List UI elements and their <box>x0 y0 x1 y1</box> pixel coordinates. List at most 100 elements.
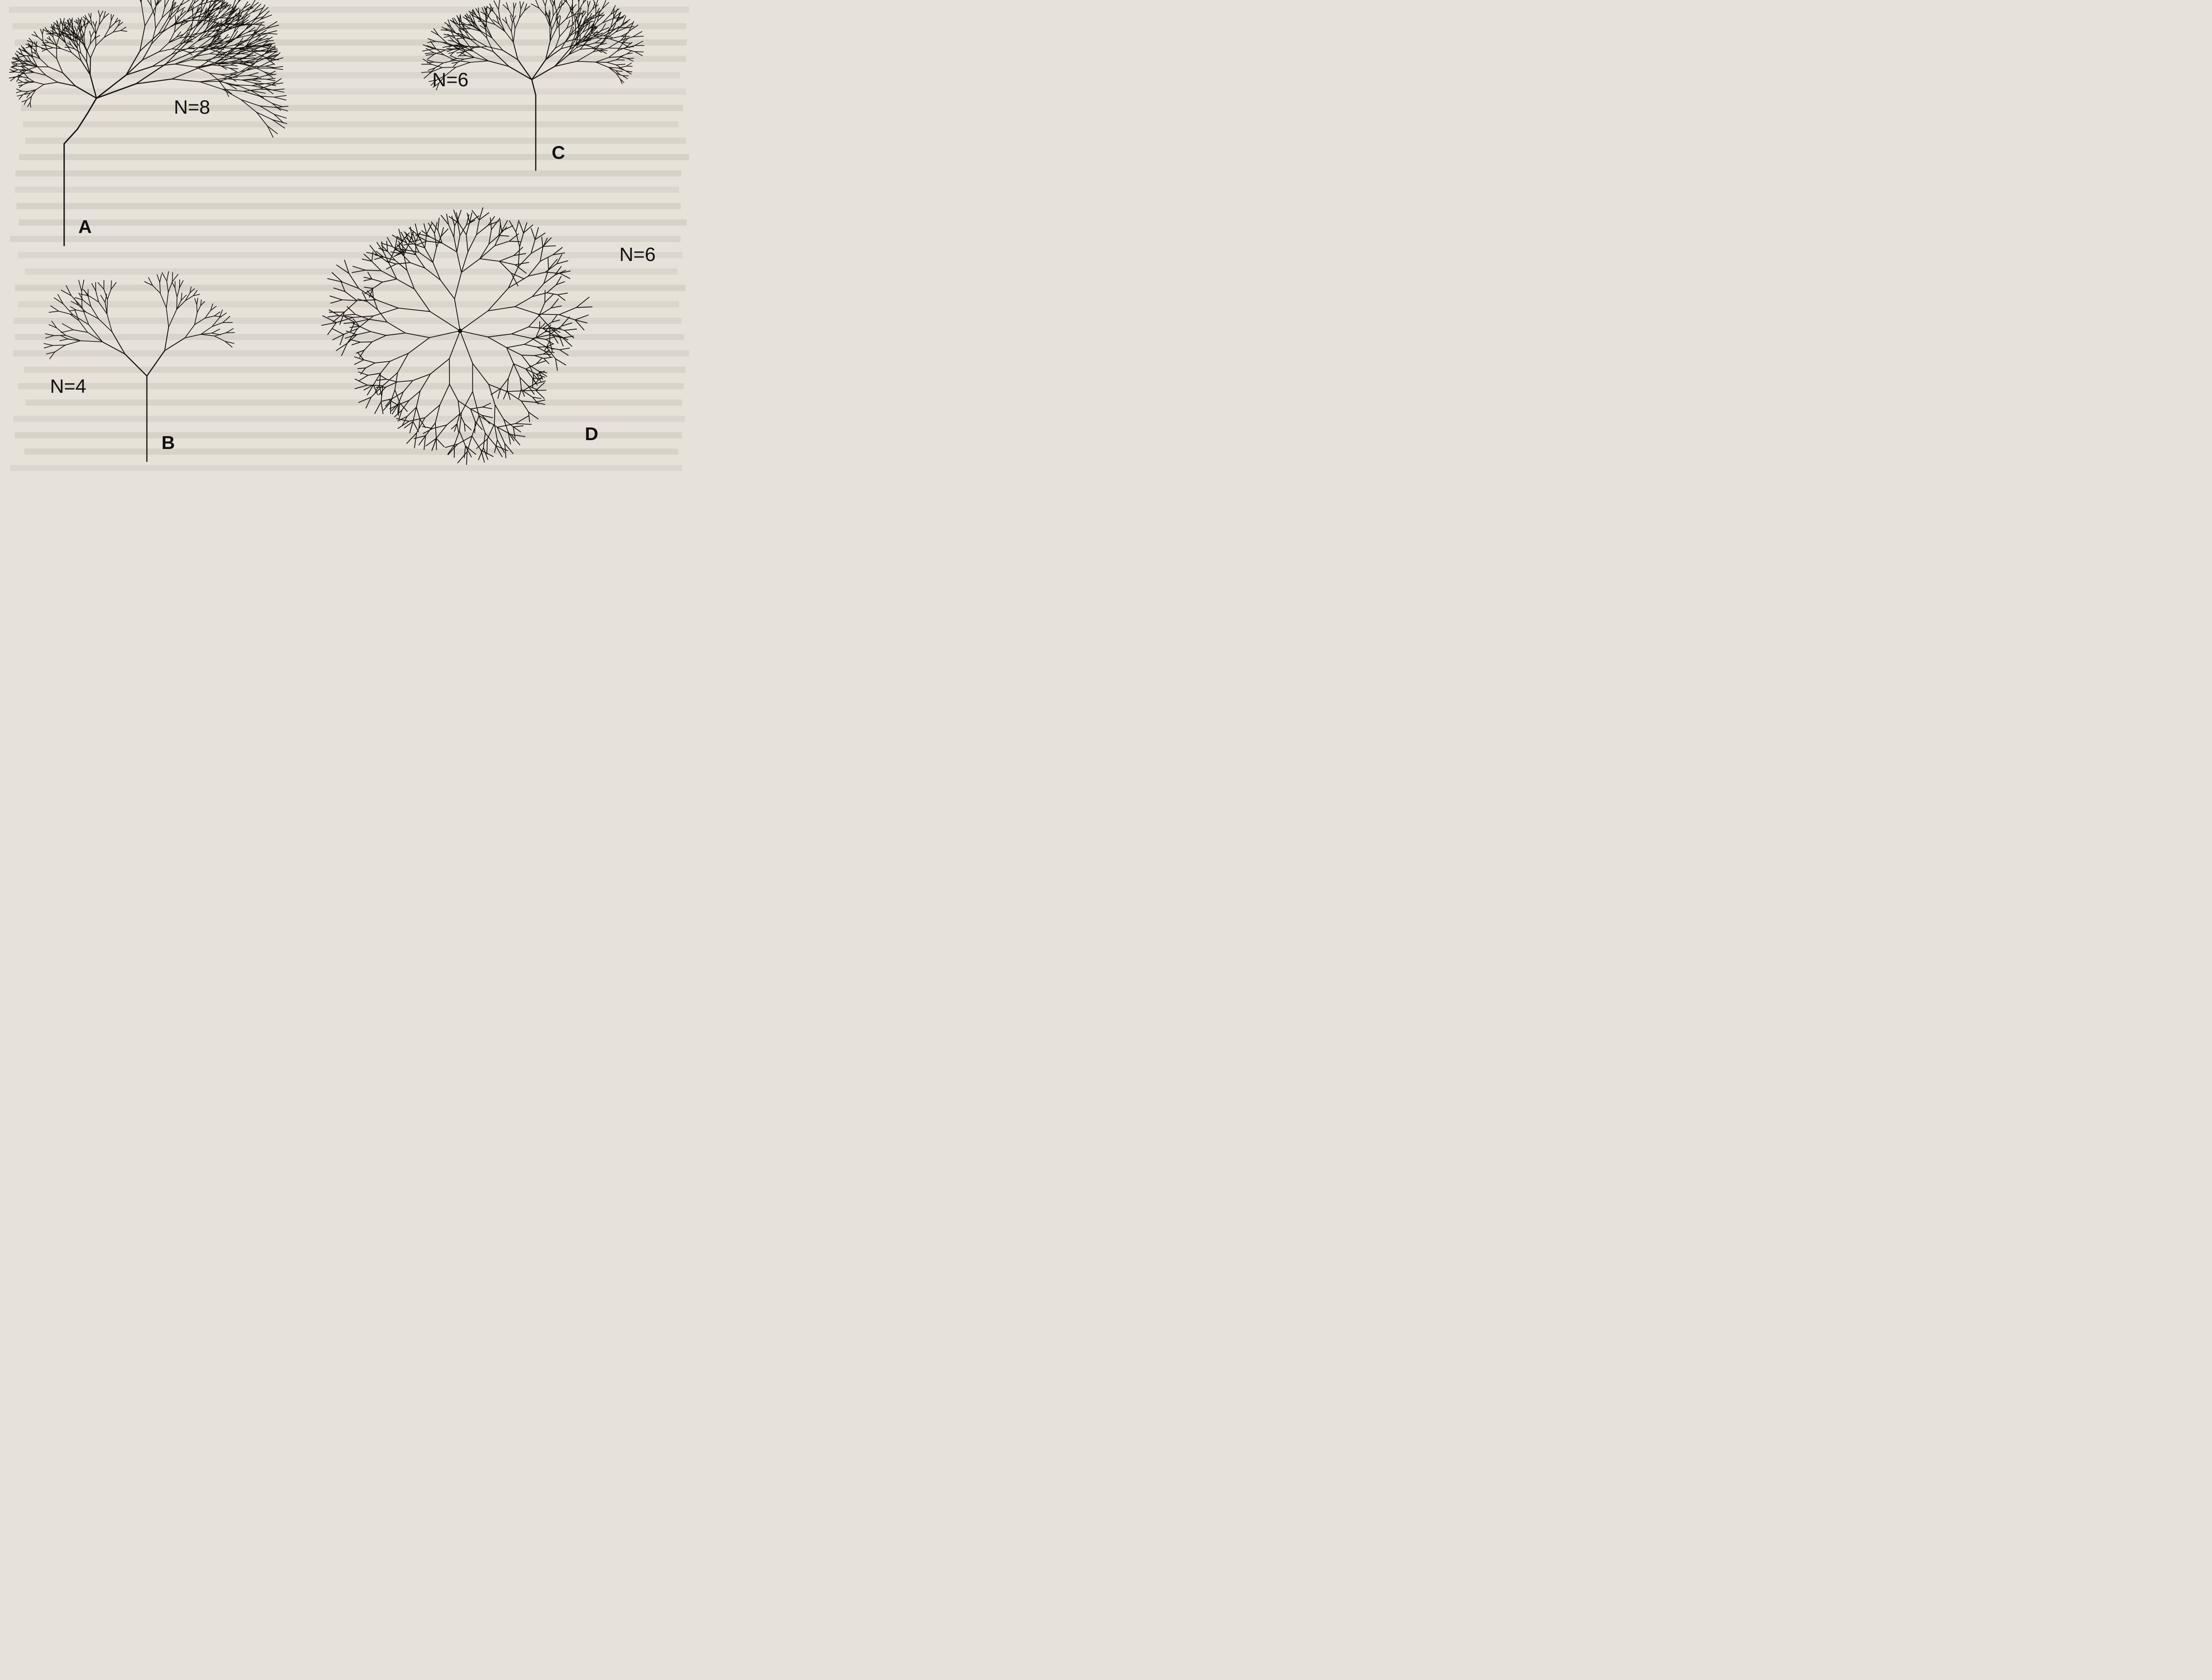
branch-segment <box>230 65 237 66</box>
branch-segment <box>35 82 44 84</box>
branch-segment <box>382 279 396 282</box>
branch-segment <box>536 391 544 399</box>
branch-segment <box>83 19 84 23</box>
branch-segment <box>90 58 91 75</box>
branch-segment <box>483 407 492 409</box>
branch-segment <box>72 18 73 23</box>
branch-segment <box>364 279 372 281</box>
branch-segment <box>626 63 631 66</box>
branch-segment <box>515 307 538 314</box>
branch-segment <box>172 79 200 82</box>
branch-segment <box>548 257 549 269</box>
branch-segment <box>607 62 616 65</box>
branch-segment <box>267 78 275 79</box>
branch-segment <box>449 225 454 237</box>
branch-segment <box>342 300 357 301</box>
branch-segment <box>65 341 81 345</box>
branch-segment <box>478 8 479 14</box>
branch-segment <box>274 96 287 97</box>
branch-segment <box>265 66 274 68</box>
branch-segment <box>603 14 611 23</box>
branch-segment <box>221 74 230 75</box>
branch-segment <box>328 315 339 317</box>
branch-segment <box>81 341 103 342</box>
branch-segment <box>603 19 614 23</box>
branch-segment <box>559 307 576 315</box>
branch-segment <box>536 390 546 391</box>
branch-segment <box>499 261 515 265</box>
branch-segment <box>173 0 180 1</box>
branch-segment <box>181 50 188 52</box>
branch-segment <box>61 330 73 333</box>
branch-segment <box>505 444 506 458</box>
branch-segment <box>90 31 91 37</box>
branch-segment <box>252 80 261 82</box>
branch-segment <box>22 91 28 92</box>
branch-segment <box>16 91 22 93</box>
panel-b-n-label: N=4 <box>50 376 86 397</box>
branch-segment <box>253 67 264 72</box>
branch-segment <box>359 375 368 381</box>
branch-segment <box>397 380 413 382</box>
branch-segment <box>507 345 524 348</box>
branch-segment <box>49 311 59 313</box>
branch-segment <box>364 360 375 363</box>
panel-d-n-label: N=6 <box>619 244 656 265</box>
background-text-lines <box>9 10 689 468</box>
branch-segment <box>165 0 169 8</box>
branch-segment <box>107 299 108 314</box>
branch-segment <box>22 65 29 66</box>
branch-segment <box>135 0 142 3</box>
branch-segment <box>476 439 488 449</box>
branch-segment <box>515 424 531 425</box>
branch-segment <box>91 32 94 37</box>
branch-segment <box>157 275 160 283</box>
branch-segment <box>347 307 355 314</box>
branch-segment <box>556 359 566 365</box>
branch-segment <box>200 81 219 82</box>
branch-segment <box>524 345 537 347</box>
branch-segment <box>73 330 88 333</box>
branch-segment <box>542 0 545 6</box>
branch-segment <box>442 67 456 68</box>
branch-segment <box>442 243 457 252</box>
branch-segment <box>522 355 529 365</box>
branch-segment <box>257 112 273 120</box>
branch-segment <box>623 49 635 52</box>
branch-segment <box>47 46 53 48</box>
branch-segment <box>350 326 360 327</box>
branch-segment <box>558 295 565 300</box>
branch-segment <box>472 364 488 384</box>
panel-d-letter: D <box>585 423 598 444</box>
branch-segment <box>272 68 283 69</box>
branch-segment <box>265 64 274 66</box>
branch-segment <box>565 329 576 330</box>
branch-segment <box>522 355 534 356</box>
branch-segment <box>377 379 387 380</box>
branch-segment <box>214 312 220 316</box>
branch-segment <box>44 344 53 345</box>
branch-segment <box>511 327 528 334</box>
branch-segment <box>267 33 277 34</box>
branch-segment <box>27 67 37 70</box>
branch-segment <box>192 12 193 19</box>
branch-segment <box>547 293 557 295</box>
branch-segment <box>328 322 337 334</box>
branch-segment <box>372 279 383 282</box>
branch-segment <box>84 28 85 36</box>
branch-segment <box>59 311 73 315</box>
branch-segment <box>17 89 22 91</box>
branch-segment <box>544 357 553 359</box>
branch-segment <box>375 361 390 363</box>
branch-segment <box>41 29 42 34</box>
branch-segment <box>600 50 607 54</box>
branch-segment <box>454 226 455 237</box>
branch-segment <box>562 0 566 6</box>
branch-segment <box>627 58 634 59</box>
branch-segment <box>238 30 246 37</box>
branch-segment <box>257 61 270 68</box>
branch-segment <box>364 342 372 350</box>
branch-segment <box>173 274 178 282</box>
branch-segment <box>222 65 230 66</box>
branch-segment <box>543 246 556 247</box>
